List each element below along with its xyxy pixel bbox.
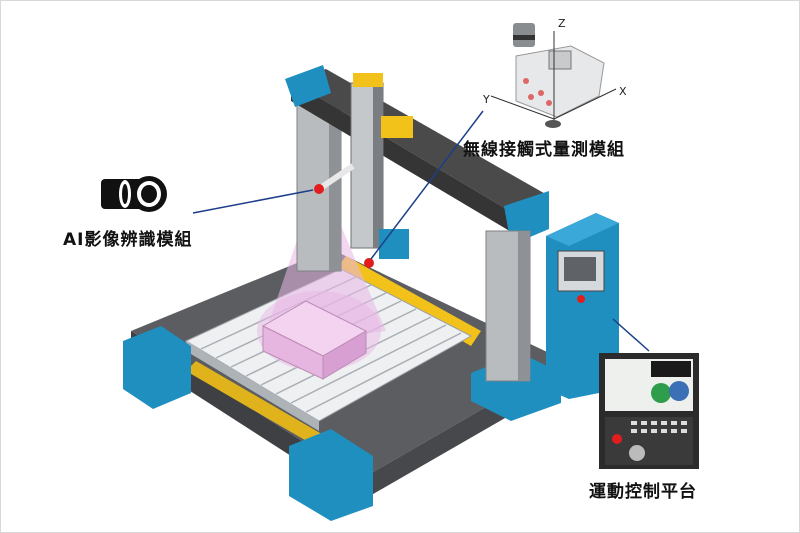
corner-block-left (123, 326, 191, 409)
camera-module-icon (101, 176, 167, 212)
leader-probe (370, 110, 484, 260)
workpiece-side (322, 330, 367, 380)
probe-point (364, 258, 374, 268)
axis-label-y: Y (483, 93, 490, 106)
carriage (381, 116, 413, 138)
axis-label-x: X (619, 85, 627, 98)
label-ai-vision-module: AI影像辨識模組 (63, 230, 193, 250)
camera-point (314, 184, 324, 194)
beam-cap-left (285, 65, 331, 107)
cabinet-estop (577, 295, 585, 303)
z-axis-top (353, 73, 383, 87)
label-motion-control-platform: 運動控制平台 (589, 482, 697, 502)
cnc-controller-panel (599, 353, 699, 469)
table-front-edge (186, 341, 319, 431)
axis-label-z: Z (558, 17, 566, 30)
camera-arm (317, 163, 355, 192)
leader-control (612, 318, 650, 352)
spindle-head (379, 229, 409, 259)
label-wireless-probe-module: 無線接觸式量測模組 (463, 140, 625, 160)
probe-module-inset (490, 23, 617, 128)
front-rail (186, 361, 351, 461)
leader-ai (192, 189, 314, 214)
corner-block-front (289, 429, 373, 521)
